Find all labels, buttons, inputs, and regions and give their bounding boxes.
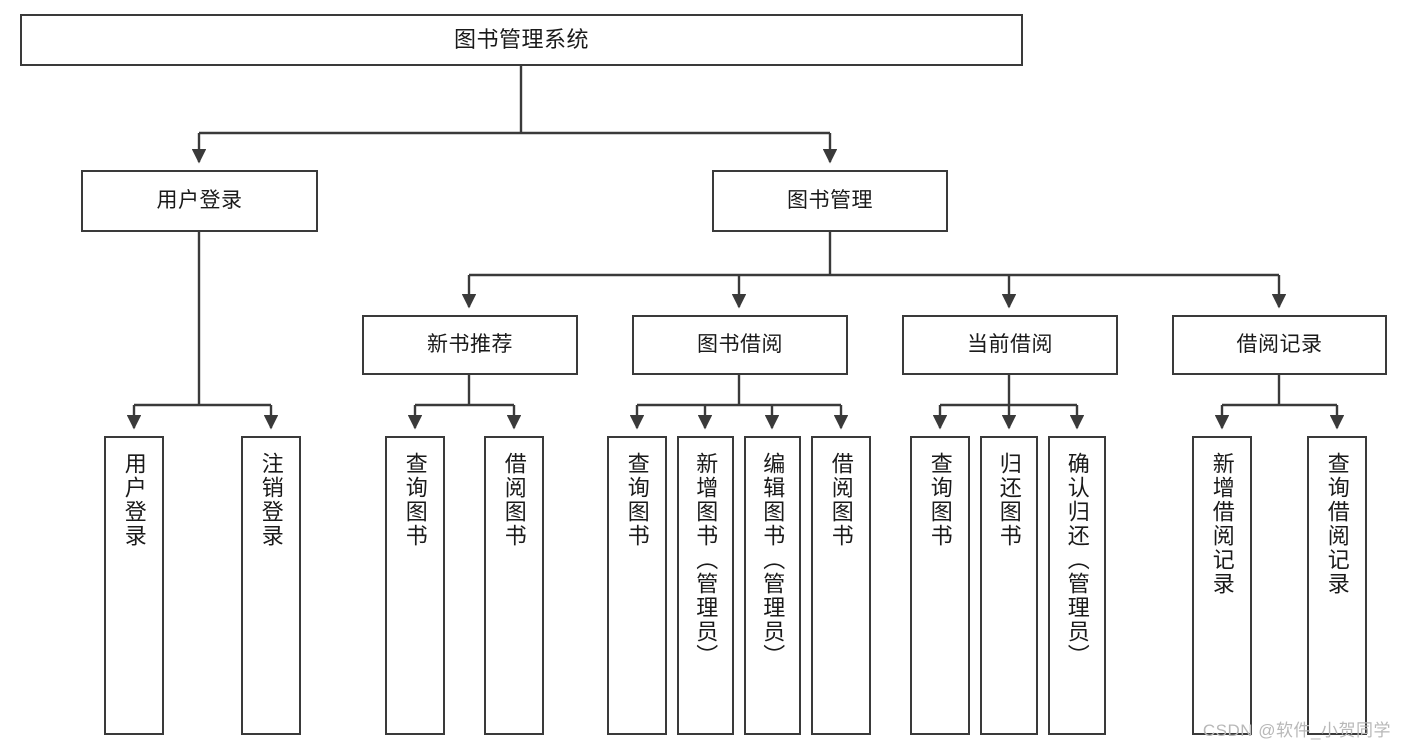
node-label: 编辑图书（管理员） — [760, 452, 786, 668]
leaf-borrow-book[interactable]: 借阅图书 — [811, 436, 871, 735]
node-user-login[interactable]: 用户登录 — [81, 170, 318, 232]
node-label: 查询图书 — [402, 452, 428, 548]
node-book-management[interactable]: 图书管理 — [712, 170, 948, 232]
node-label: 图书借阅 — [697, 333, 783, 357]
node-label: 查询图书 — [927, 452, 953, 548]
node-label: 当前借阅 — [967, 333, 1053, 357]
leaf-confirm-return-admin[interactable]: 确认归还（管理员） — [1048, 436, 1106, 735]
leaf-query-borrow-record[interactable]: 查询借阅记录 — [1307, 436, 1367, 735]
leaf-logout[interactable]: 注销登录 — [241, 436, 301, 735]
csdn-watermark: CSDN @软件_小贺同学 — [1202, 721, 1391, 740]
node-label: 借阅图书 — [501, 452, 527, 548]
leaf-query-book-borrow[interactable]: 查询图书 — [607, 436, 667, 735]
leaf-user-login[interactable]: 用户登录 — [104, 436, 164, 735]
node-borrow-record[interactable]: 借阅记录 — [1172, 315, 1387, 375]
node-label: 用户登录 — [156, 189, 243, 213]
node-label: 图书管理 — [787, 189, 873, 213]
node-book-borrow[interactable]: 图书借阅 — [632, 315, 848, 375]
node-label: 新增图书（管理员） — [693, 452, 719, 668]
leaf-return-book[interactable]: 归还图书 — [980, 436, 1038, 735]
node-current-borrow[interactable]: 当前借阅 — [902, 315, 1118, 375]
node-root-system[interactable]: 图书管理系统 — [20, 14, 1023, 66]
node-label: 归还图书 — [996, 452, 1022, 548]
node-label: 新书推荐 — [427, 333, 513, 357]
node-label: 确认归还（管理员） — [1064, 452, 1090, 668]
node-label: 图书管理系统 — [453, 26, 589, 52]
node-label: 新增借阅记录 — [1209, 452, 1235, 596]
node-label: 借阅图书 — [828, 452, 854, 548]
leaf-borrow-book-recommend[interactable]: 借阅图书 — [484, 436, 544, 735]
node-label: 用户登录 — [121, 452, 147, 548]
node-label: 借阅记录 — [1236, 333, 1323, 357]
leaf-add-book-admin[interactable]: 新增图书（管理员） — [677, 436, 734, 735]
node-label: 查询借阅记录 — [1324, 452, 1350, 596]
node-label: 查询图书 — [624, 452, 650, 548]
leaf-query-book-current[interactable]: 查询图书 — [910, 436, 970, 735]
leaf-edit-book-admin[interactable]: 编辑图书（管理员） — [744, 436, 801, 735]
node-label: 注销登录 — [258, 452, 284, 548]
leaf-add-borrow-record[interactable]: 新增借阅记录 — [1192, 436, 1252, 735]
node-new-book-recommend[interactable]: 新书推荐 — [362, 315, 578, 375]
leaf-query-book-recommend[interactable]: 查询图书 — [385, 436, 445, 735]
